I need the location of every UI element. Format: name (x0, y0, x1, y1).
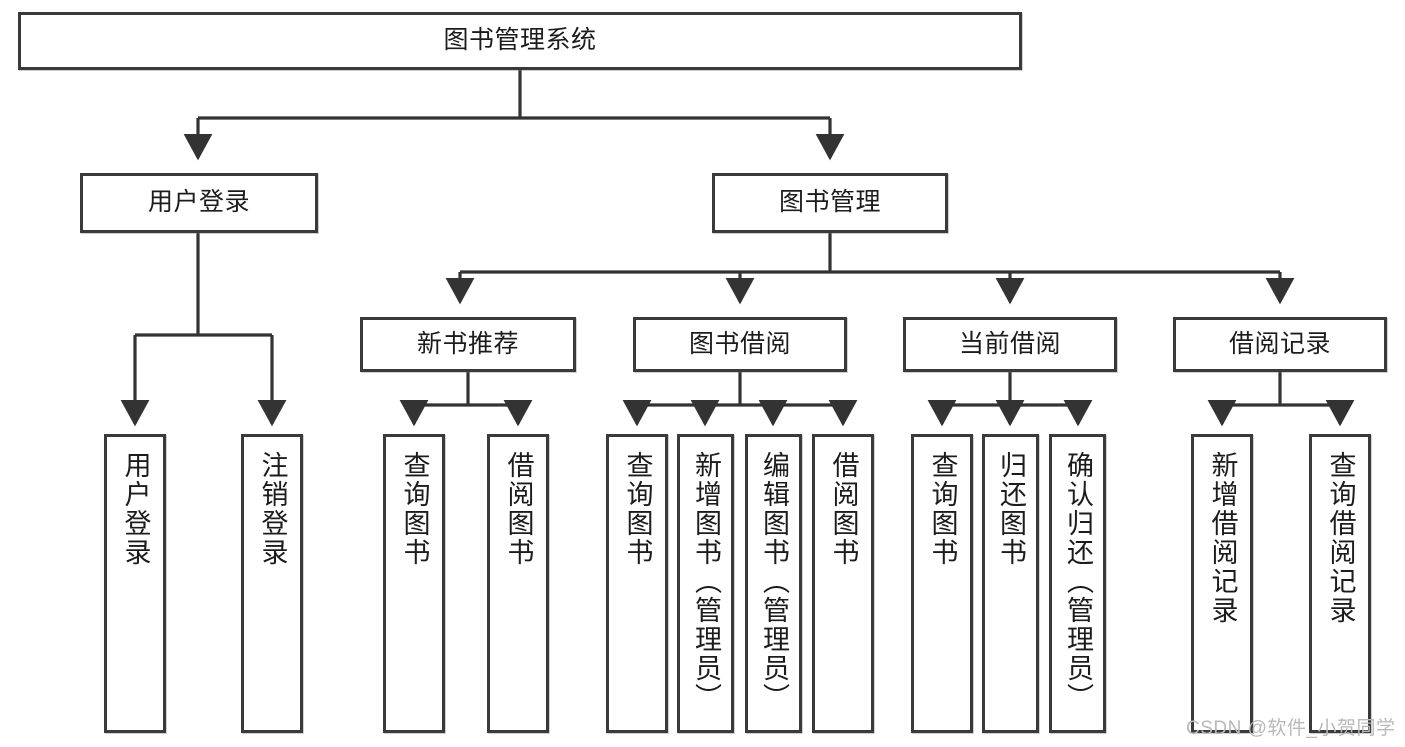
leaf-query-record-label: 查询借阅记录 (1325, 451, 1356, 625)
node-new-book-recommend-label: 新书推荐 (416, 329, 519, 358)
leaf-query-book-2[interactable]: 查询图书 (606, 434, 668, 733)
node-book-borrow-label: 图书借阅 (688, 329, 791, 358)
leaf-logout-label: 注销登录 (257, 451, 288, 567)
leaf-user-login-label: 用户登录 (120, 451, 151, 567)
node-current-borrow[interactable]: 当前借阅 (903, 317, 1117, 372)
node-new-book-recommend[interactable]: 新书推荐 (360, 317, 576, 372)
leaf-borrow-book-2-label: 借阅图书 (828, 451, 859, 567)
leaf-logout[interactable]: 注销登录 (241, 434, 303, 733)
node-book-manage-label: 图书管理 (778, 188, 881, 217)
leaf-borrow-book-2[interactable]: 借阅图书 (812, 434, 874, 733)
leaf-query-book-1[interactable]: 查询图书 (383, 434, 445, 733)
node-borrow-record[interactable]: 借阅记录 (1173, 317, 1387, 372)
leaf-query-book-1-label: 查询图书 (399, 451, 430, 567)
node-user-login[interactable]: 用户登录 (80, 173, 318, 233)
leaf-confirm-return-label: 确认归还（管理员） (1063, 451, 1093, 712)
leaf-add-record-label: 新增借阅记录 (1207, 451, 1238, 625)
node-root-label: 图书管理系统 (443, 26, 597, 55)
node-borrow-record-label: 借阅记录 (1228, 329, 1331, 358)
node-user-login-label: 用户登录 (147, 188, 250, 217)
leaf-borrow-book-1[interactable]: 借阅图书 (487, 434, 549, 733)
leaf-borrow-book-1-label: 借阅图书 (503, 451, 534, 567)
leaf-edit-book[interactable]: 编辑图书（管理员） (745, 434, 802, 733)
leaf-confirm-return[interactable]: 确认归还（管理员） (1049, 434, 1106, 733)
node-current-borrow-label: 当前借阅 (958, 329, 1061, 358)
leaf-query-book-3-label: 查询图书 (927, 451, 958, 567)
leaf-query-book-2-label: 查询图书 (622, 451, 653, 567)
node-book-manage[interactable]: 图书管理 (712, 173, 948, 233)
leaf-add-book[interactable]: 新增图书（管理员） (677, 434, 734, 733)
leaf-edit-book-label: 编辑图书（管理员） (759, 451, 789, 712)
leaf-query-book-3[interactable]: 查询图书 (911, 434, 973, 733)
leaf-return-book-label: 归还图书 (996, 451, 1026, 567)
node-book-borrow[interactable]: 图书借阅 (633, 317, 847, 372)
leaf-add-book-label: 新增图书（管理员） (691, 451, 721, 712)
watermark: CSDN @软件_小贺同学 (1186, 718, 1396, 739)
leaf-add-record[interactable]: 新增借阅记录 (1191, 434, 1253, 733)
leaf-user-login[interactable]: 用户登录 (104, 434, 166, 733)
leaf-return-book[interactable]: 归还图书 (982, 434, 1039, 733)
node-root[interactable]: 图书管理系统 (18, 12, 1022, 70)
leaf-query-record[interactable]: 查询借阅记录 (1309, 434, 1371, 733)
